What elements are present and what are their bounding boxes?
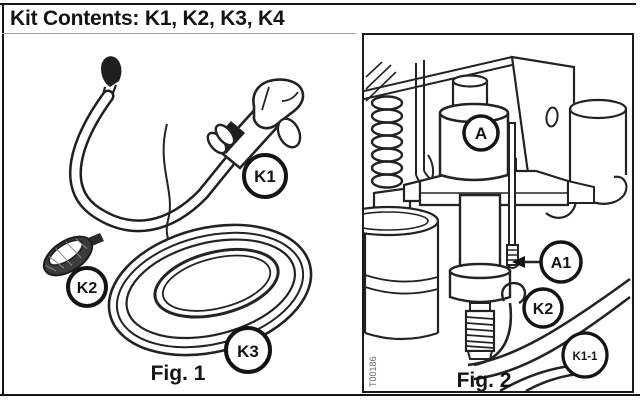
callout-k3-label: K3 [237,342,259,361]
figure-1-drawing: K1 K2 K3 Fig. 1 [42,56,313,385]
callout-a-label: A [475,124,487,143]
figure-1: K1 K2 K3 Fig. 1 [6,40,356,392]
callout-k3: K3 [224,326,272,374]
seal-ring-illustration [107,223,313,357]
callout-k1-label: K1 [254,167,276,186]
callout-a: A [462,114,500,152]
nozzle-illustration [206,78,305,170]
canister-illustration [364,186,440,341]
callout-k2-fig2-label: K2 [533,301,554,318]
hose-illustration [68,89,236,233]
rod-illustration [506,122,519,269]
figure-2-drawing-number: T00186 [368,356,378,387]
figure-2-drawing: A A1 K2 K1-1 Fig. 2 T00186 [364,55,631,391]
figure-2-caption: Fig. 2 [457,369,512,391]
lower-assembly-illustration [448,193,512,360]
spring-illustration [370,95,404,189]
callout-k1-1-label: K1-1 [573,351,599,363]
page-border-top [0,3,636,5]
clamp-illustration [42,233,104,277]
page-title: Kit Contents: K1, K2, K3, K4 [10,7,285,30]
callout-k1-1: K1-1 [561,331,609,379]
callout-k2-label: K2 [77,280,98,297]
right-cylinder-illustration [539,98,628,219]
figure-1-caption: Fig. 1 [151,362,206,385]
page-border-left [2,3,4,395]
callout-a1: A1 [512,240,583,284]
callout-k2: K2 [66,266,108,308]
callout-k2-fig2: K2 [501,281,564,329]
title-underline [2,33,356,34]
callout-a1-label: A1 [551,255,572,272]
figure-2: A A1 K2 K1-1 Fig. 2 T00186 [362,33,634,393]
page-border-bottom [0,394,640,396]
callout-k1: K1 [242,153,288,199]
